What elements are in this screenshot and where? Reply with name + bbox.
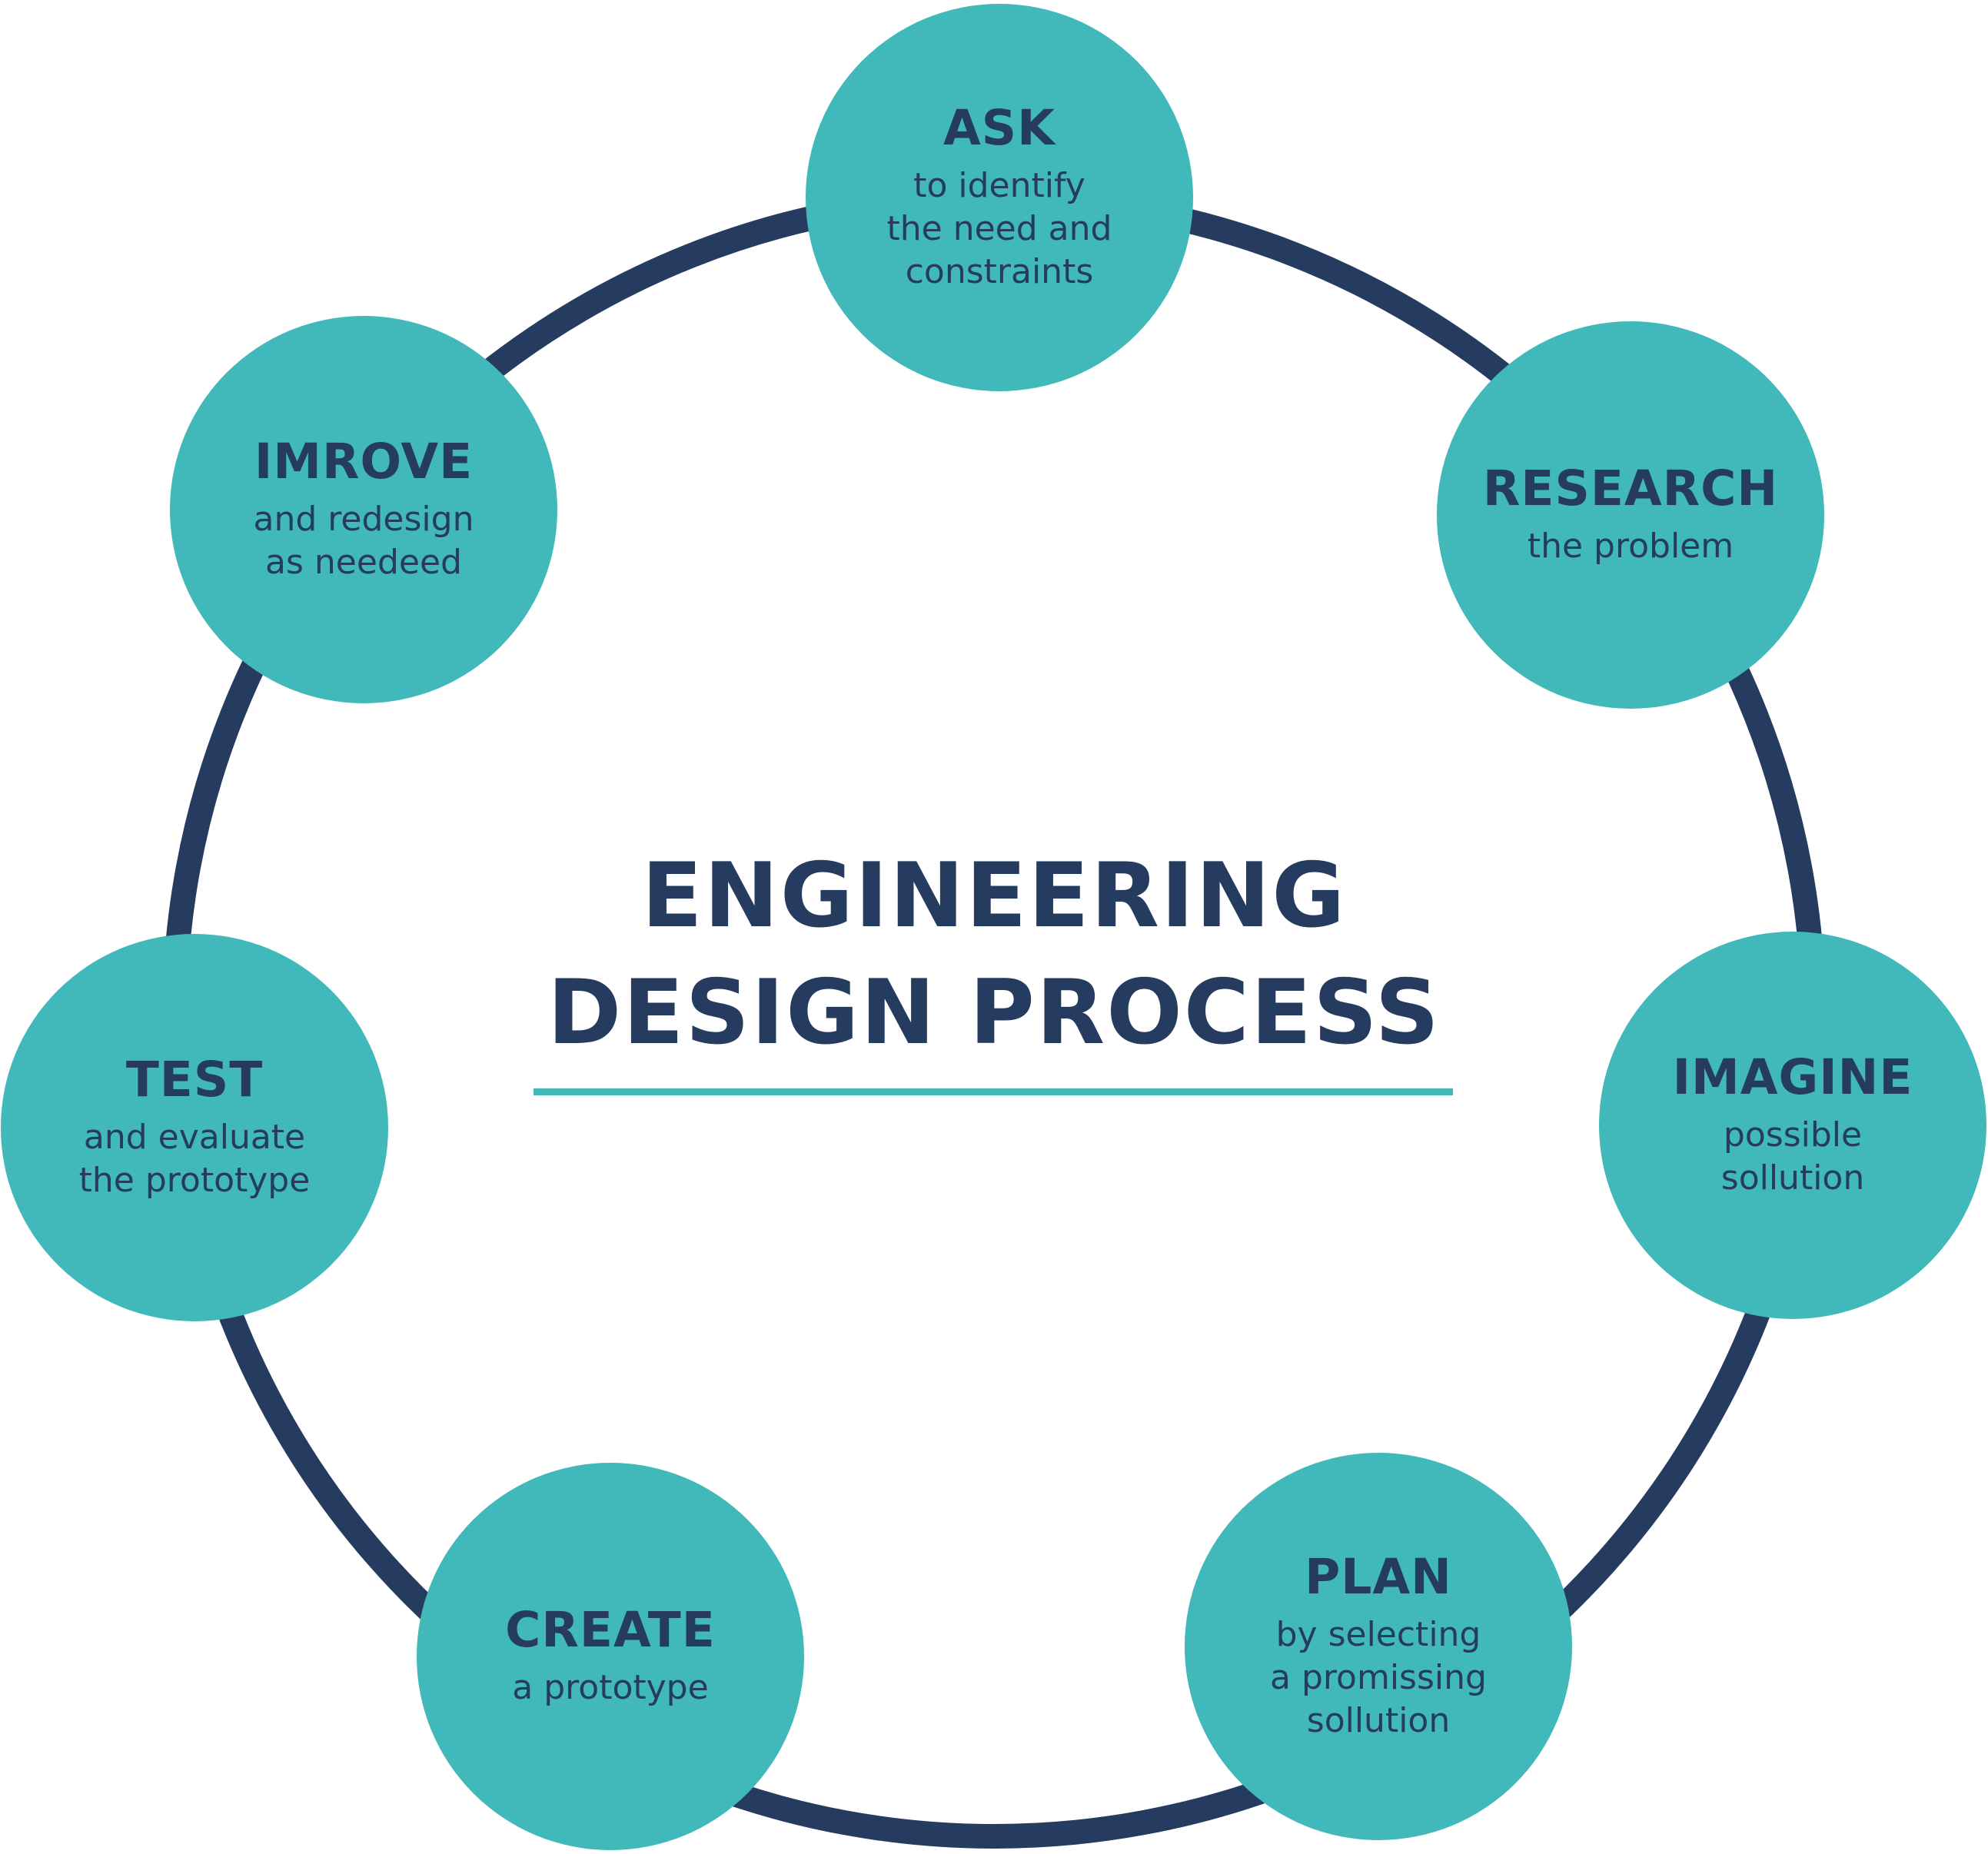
- stage-plan-desc-line-3: sollution: [1306, 1700, 1451, 1740]
- stage-test-desc-line-2: the prototype: [78, 1160, 311, 1200]
- stage-improve-desc-line-1: and redesign: [253, 499, 474, 539]
- diagram-title-line-2: DESIGN PROCESS: [547, 961, 1441, 1065]
- stage-research-title: RESEARCH: [1482, 460, 1779, 517]
- stage-test-desc-line-1: and evaluate: [83, 1117, 306, 1157]
- stage-imagine-title: IMAGINE: [1672, 1049, 1913, 1106]
- stage-improve-title: IMROVE: [254, 434, 474, 490]
- stage-improve: IMROVE and redesign as needeed: [170, 316, 557, 703]
- stage-research-desc-line-1: the problem: [1527, 526, 1734, 566]
- title-underline: [534, 1088, 1453, 1095]
- stage-plan-title: PLAN: [1305, 1549, 1452, 1606]
- stage-imagine-desc-line-2: sollution: [1720, 1158, 1865, 1198]
- stage-plan-desc-line-2: a promissing: [1270, 1657, 1487, 1697]
- stage-plan: PLAN by selecting a promissing sollution: [1185, 1453, 1572, 1840]
- stage-imagine-description: possible sollution: [1721, 1114, 1864, 1200]
- stage-ask-desc-line-1: to identify: [913, 165, 1085, 205]
- stage-create: CREATE a prototype: [417, 1463, 804, 1850]
- stage-ask-desc-line-3: constraints: [905, 251, 1094, 291]
- stage-create-description: a prototype: [512, 1666, 708, 1709]
- stage-test-title: TEST: [125, 1052, 264, 1108]
- stage-ask-title: ASK: [943, 100, 1056, 157]
- stage-plan-description: by selecting a promissing sollution: [1270, 1613, 1487, 1743]
- stage-improve-description: and redesign as needeed: [254, 498, 474, 584]
- stage-research: RESEARCH the problem: [1437, 321, 1824, 709]
- stage-test-description: and evaluate the prototype: [79, 1116, 311, 1202]
- stage-ask-description: to identify the need and constraints: [887, 164, 1112, 294]
- stage-ask-desc-line-2: the need and: [886, 208, 1112, 248]
- stage-test: TEST and evaluate the prototype: [1, 934, 388, 1321]
- stage-ask: ASK to identify the need and constraints: [806, 4, 1193, 391]
- stage-imagine-desc-line-1: possible: [1723, 1115, 1863, 1155]
- diagram-title-line-1: ENGINEERING: [641, 844, 1347, 948]
- stage-imagine: IMAGINE possible sollution: [1599, 932, 1986, 1319]
- stage-create-title: CREATE: [505, 1602, 716, 1659]
- diagram-title: ENGINEERING DESIGN PROCESS: [461, 838, 1527, 1072]
- stage-improve-desc-line-2: as needeed: [265, 542, 462, 582]
- stage-research-description: the problem: [1528, 525, 1734, 568]
- stage-create-desc-line-1: a prototype: [512, 1667, 709, 1707]
- stage-plan-desc-line-1: by selecting: [1275, 1614, 1481, 1654]
